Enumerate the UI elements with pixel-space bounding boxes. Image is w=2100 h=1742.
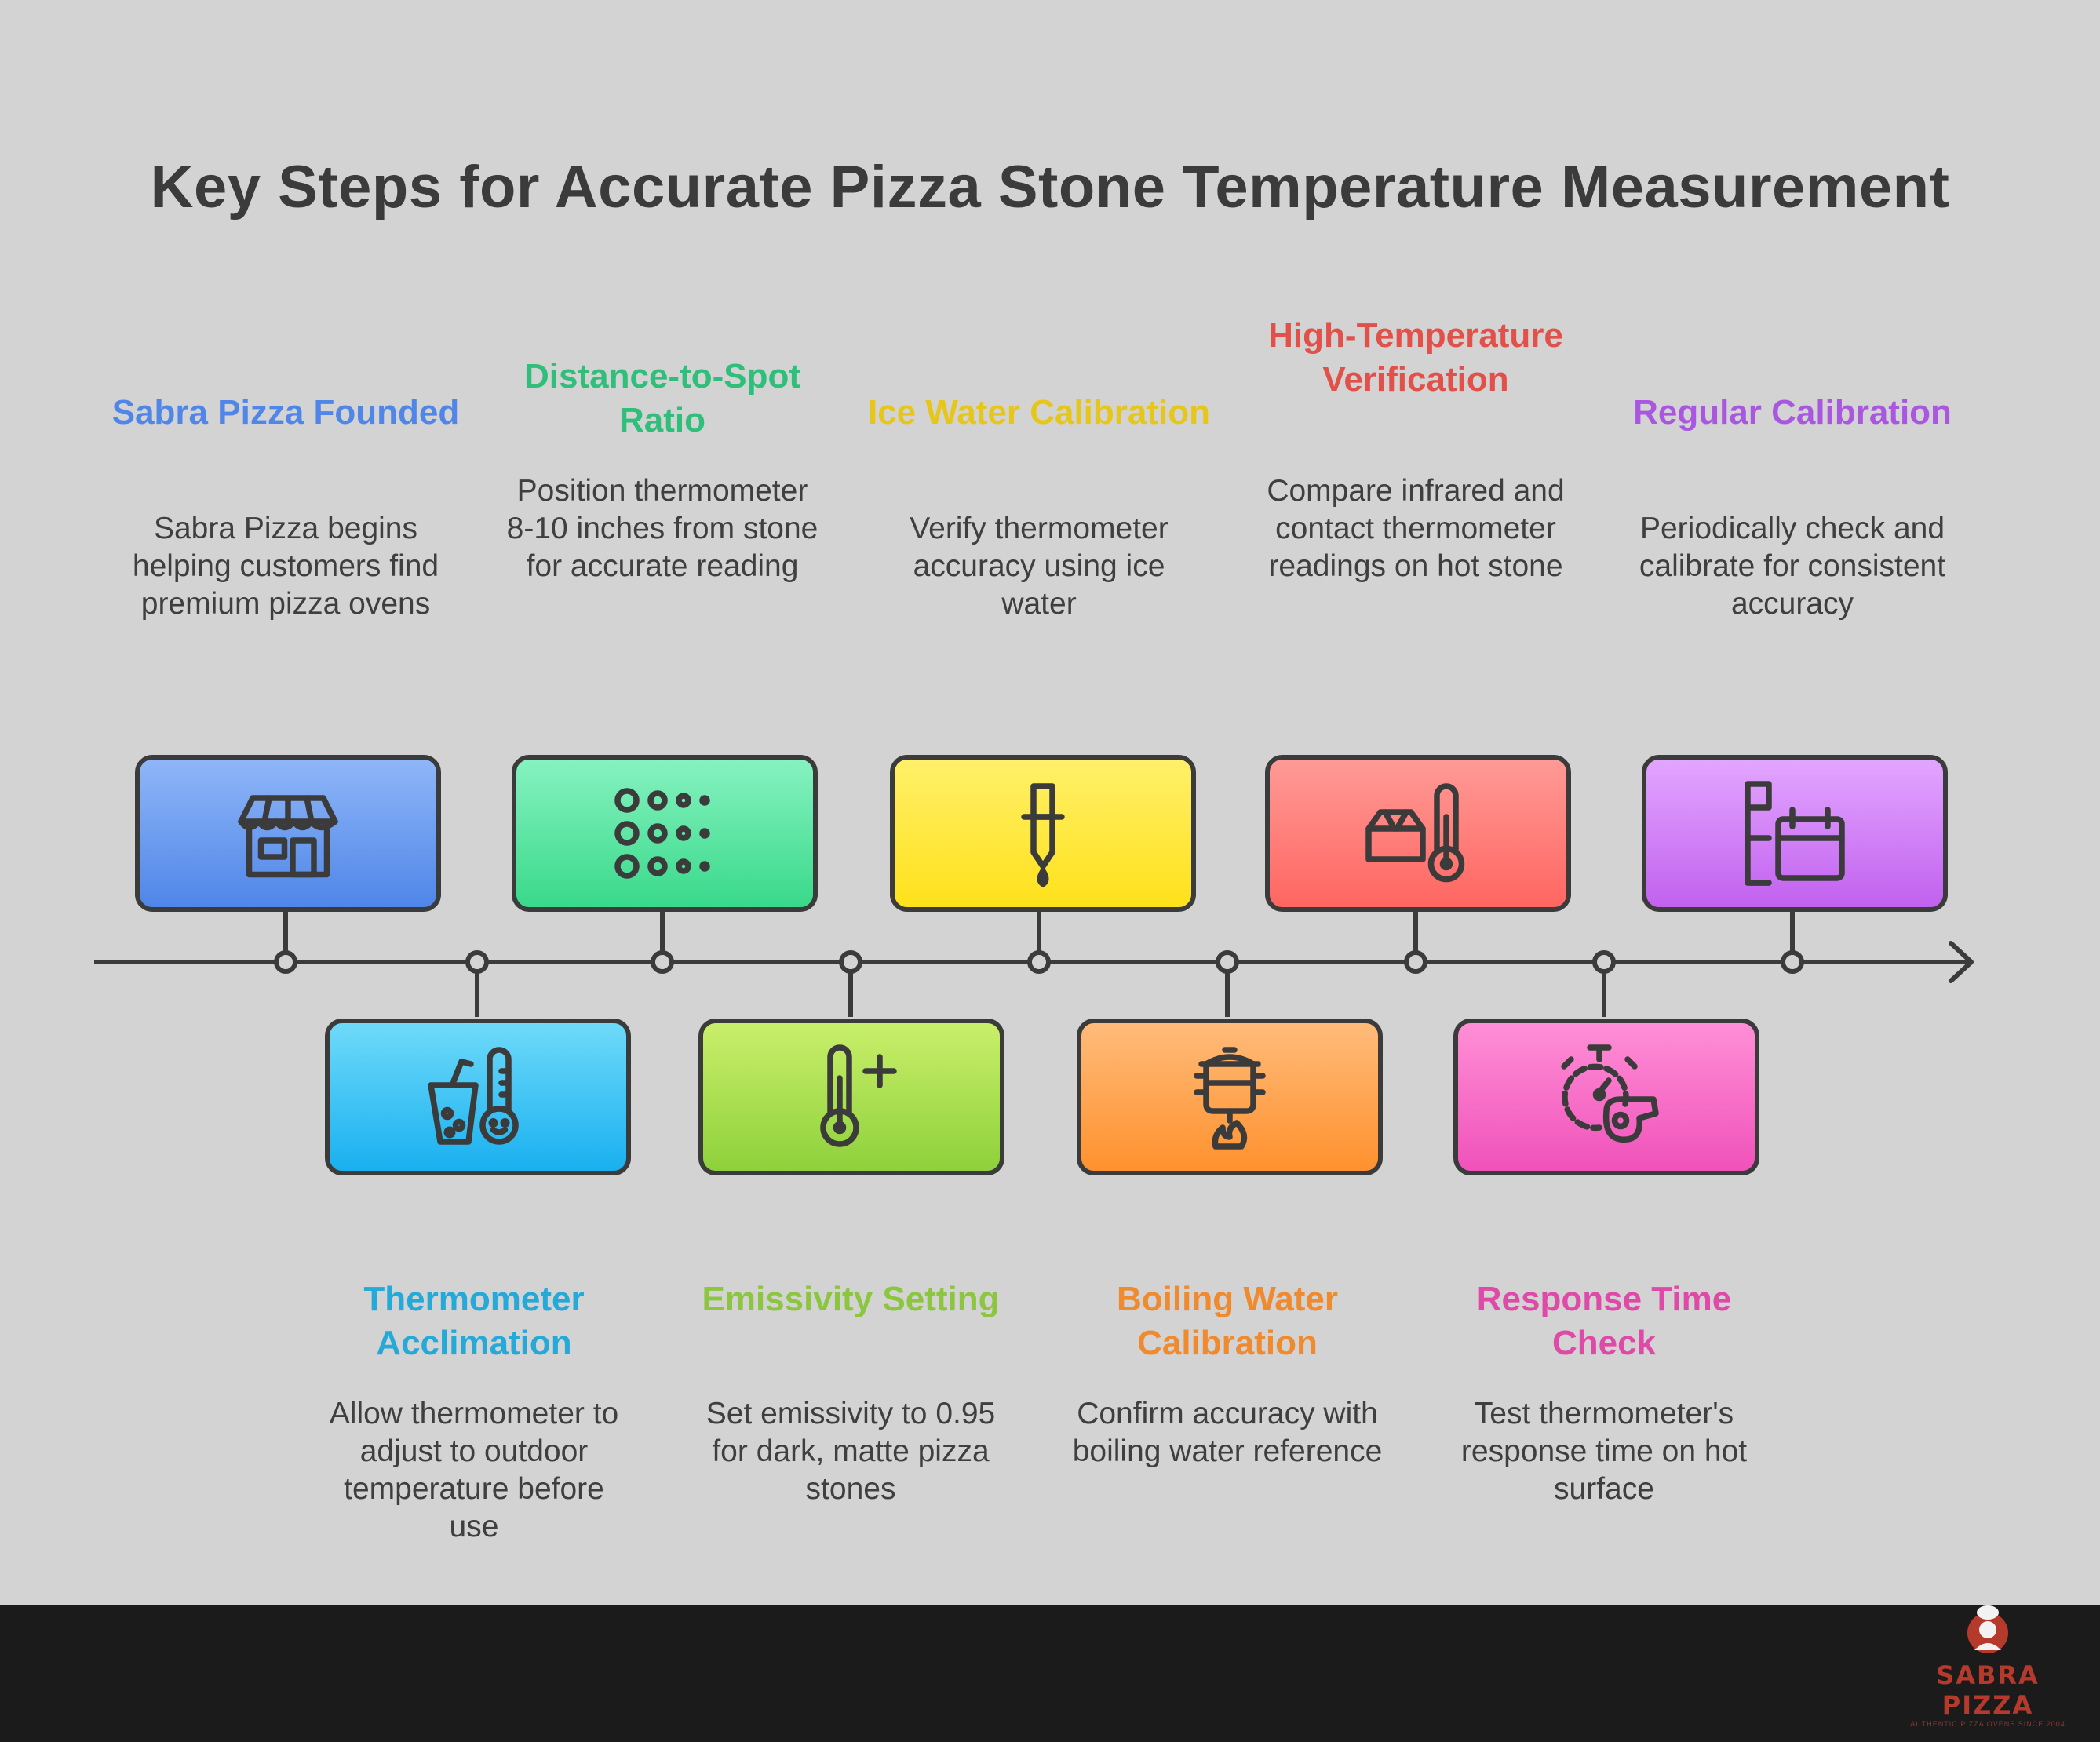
step-6-description: Confirm accuracy with boiling water refe… (1072, 1397, 1383, 1468)
footer-bar: SABRA PIZZA AUTHENTIC PIZZA OVENS SINCE … (0, 1605, 2100, 1742)
step-2-title: Thermometer Acclimation (363, 1280, 585, 1362)
step-9-title: Regular Calibration (1633, 393, 1952, 432)
timeline-arrowhead (1949, 941, 1974, 983)
step-5-title: Ice Water Calibration (867, 393, 1211, 432)
step-4-icon-box (698, 1019, 1004, 1175)
step-6-icon-box (1077, 1019, 1383, 1175)
step-2-description: Allow thermometer to adjust to outdoor t… (329, 1397, 619, 1543)
logo-subtext: AUTHENTIC PIZZA OVENS SINCE 2004 (1910, 1720, 2065, 1728)
step-2-icon-box (325, 1019, 631, 1175)
step-8-icon-box (1453, 1019, 1759, 1175)
step-1-description: Sabra Pizza begins helping customers fin… (132, 512, 439, 621)
page-title: Key Steps for Accurate Pizza Stone Tempe… (150, 154, 1950, 220)
step-4-title: Emissivity Setting (702, 1280, 1000, 1318)
chef-logo-icon (1967, 1605, 2008, 1653)
timeline-node-1 (274, 950, 297, 974)
timeline-node-5 (1027, 950, 1051, 974)
step-9-icon-box (1642, 755, 1948, 912)
step-7-icon-box (1265, 755, 1571, 912)
step-1-icon-box (135, 755, 441, 912)
boiling-pot-icon (1194, 1047, 1266, 1150)
sabra-pizza-logo: SABRA PIZZA AUTHENTIC PIZZA OVENS SINCE … (1898, 1602, 2078, 1728)
dropper-icon (1021, 783, 1065, 887)
step-3-icon-box (512, 755, 818, 912)
timeline-node-3 (651, 950, 674, 974)
timeline-node-2 (465, 950, 489, 974)
step-5-icon-box (890, 755, 1196, 912)
logo-text: SABRA PIZZA (1936, 1660, 2040, 1720)
step-6-title: Boiling Water Calibration (1117, 1280, 1338, 1362)
cold-drink-thermometer-icon (428, 1047, 519, 1145)
timeline-node-4 (839, 950, 862, 974)
dot-grid-icon (614, 788, 710, 879)
timeline-node-6 (1216, 950, 1239, 974)
step-7-title: High-Temperature Verification (1268, 316, 1563, 399)
step-3-description: Position thermometer 8-10 inches from st… (506, 474, 818, 583)
timeline-node-8 (1592, 950, 1616, 974)
step-8-description: Test thermometer's response time on hot … (1460, 1397, 1748, 1506)
calendar-schedule-icon (1745, 781, 1845, 886)
step-5-description: Verify thermometer accuracy using ice wa… (910, 512, 1168, 621)
step-1-title: Sabra Pizza Founded (111, 393, 460, 432)
step-3-title: Distance-to-Spot Ratio (524, 357, 800, 439)
timeline-node-7 (1404, 950, 1427, 974)
step-7-description: Compare infrared and contact thermometer… (1267, 474, 1565, 583)
timeline (94, 910, 1974, 1017)
stopwatch-whistle-icon (1561, 1044, 1659, 1143)
storefront-icon (238, 795, 338, 878)
box-thermometer-icon (1365, 783, 1465, 883)
timeline-node-9 (1781, 950, 1804, 974)
step-8-title: Response Time Check (1476, 1280, 1732, 1362)
step-4-description: Set emissivity to 0.95 for dark, matte p… (705, 1397, 996, 1506)
thermometer-plus-icon (820, 1044, 897, 1147)
step-9-description: Periodically check and calibrate for con… (1639, 512, 1946, 621)
